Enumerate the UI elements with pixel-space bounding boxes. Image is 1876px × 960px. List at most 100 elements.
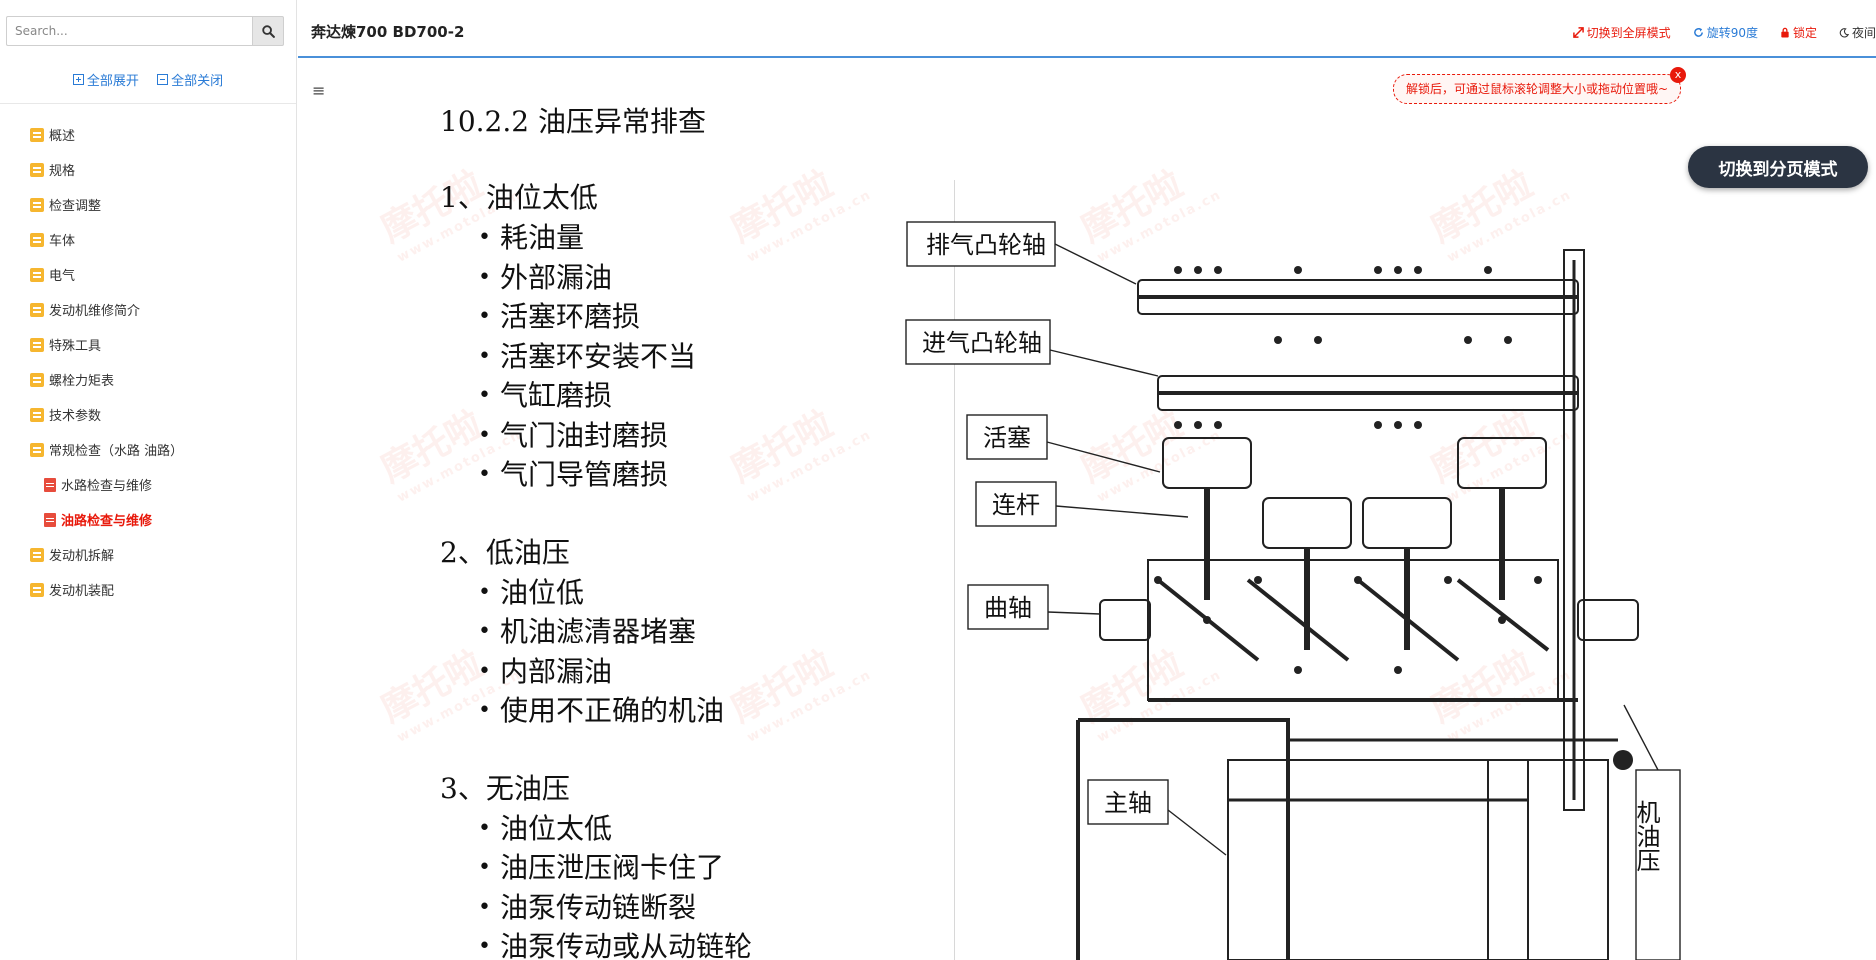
bullet-item: 气门油封磨损 — [478, 416, 752, 456]
tree-item-label: 常规检查（水路 油路） — [49, 444, 184, 459]
tree-item-label: 水路检查与维修 — [61, 479, 153, 494]
tree-item-overview[interactable]: 概述 — [0, 117, 296, 152]
tree-item-engine-disassembly[interactable]: 发动机拆解 — [0, 537, 296, 572]
label-crankshaft: 曲轴 — [984, 594, 1032, 622]
collapse-all-button[interactable]: 全部关闭 — [157, 70, 223, 89]
tree-item-label: 电气 — [49, 269, 76, 284]
page-mode-button[interactable]: 切换到分页模式 — [1688, 146, 1868, 188]
bullet-item: 气门导管磨损 — [478, 455, 752, 495]
bullet-item: 活塞环安装不当 — [478, 337, 752, 377]
bullet-item: 气缸磨损 — [478, 376, 752, 416]
tree-item-label: 技术参数 — [49, 409, 102, 424]
page-heading: 10.2.2 油压异常排查 — [440, 105, 706, 138]
folder-icon — [30, 127, 44, 142]
tree-item-label: 发动机维修简介 — [49, 304, 141, 319]
document-title: 奔达煉700 BD700-2 — [311, 23, 465, 41]
moon-icon — [1839, 27, 1849, 38]
close-icon[interactable]: x — [1670, 67, 1687, 83]
tree-item-inspection[interactable]: 检查调整 — [0, 187, 296, 222]
tree-item-body[interactable]: 车体 — [0, 222, 296, 257]
tree-item-routine-check[interactable]: 常规检查（水路 油路） — [0, 432, 296, 467]
bullet-list: 油位低 机油滤清器堵塞 内部漏油 使用不正确的机油 — [478, 573, 752, 731]
bullet-list: 油位太低 油压泄压阀卡住了 油泵传动链断裂 油泵传动或从动链轮 — [478, 809, 752, 960]
folder-icon — [30, 582, 44, 597]
bullet-item: 油泵传动链断裂 — [478, 888, 752, 928]
search-input[interactable] — [6, 16, 252, 46]
lock-label: 锁定 — [1792, 26, 1817, 40]
search-icon — [261, 24, 275, 38]
tree-item-water-check[interactable]: 水路检查与维修 — [0, 467, 296, 502]
bullet-item: 耗油量 — [478, 218, 752, 258]
label-exhaust-camshaft: 排气凸轮轴 — [926, 231, 1046, 259]
page-content: 10.2.2 油压异常排查 1、油位太低 耗油量 外部漏油 活塞环磨损 活塞环安… — [440, 100, 752, 960]
tree-item-torque-table[interactable]: 螺栓力矩表 — [0, 362, 296, 397]
bullet-item: 外部漏油 — [478, 258, 752, 298]
tree-item-oil-check[interactable]: 油路检查与维修 — [0, 502, 296, 537]
hamburger-menu-icon[interactable]: ≡ — [312, 81, 326, 100]
bullet-item: 内部漏油 — [478, 652, 752, 692]
section-title: 1、油位太低 — [440, 181, 598, 214]
folder-icon — [30, 162, 44, 177]
document-icon — [44, 477, 56, 492]
folder-icon — [30, 302, 44, 317]
night-mode-label: 夜间 — [1851, 26, 1876, 40]
folder-icon — [30, 232, 44, 247]
tree-item-label: 概述 — [49, 129, 76, 144]
chapter-tree: 概述 规格 检查调整 车体 电气 发动机维修简介 特殊工具 螺栓力矩表 技术参数… — [0, 117, 296, 607]
unlock-tip-text: 解锁后，可通过鼠标滚轮调整大小或拖动位置哦~ — [1406, 82, 1669, 96]
tree-item-label: 规格 — [49, 164, 76, 179]
bullet-item: 油压泄压阀卡住了 — [478, 848, 752, 888]
tree-controls: 全部展开 全部关闭 — [0, 70, 296, 104]
expand-all-label: 全部展开 — [86, 74, 139, 89]
tree-item-tech-params[interactable]: 技术参数 — [0, 397, 296, 432]
document-icon — [44, 512, 56, 527]
label-intake-camshaft: 进气凸轮轴 — [922, 329, 1042, 357]
folder-icon — [30, 442, 44, 457]
section-title: 2、低油压 — [440, 535, 570, 569]
rotate-button[interactable]: 旋转90度 — [1693, 24, 1758, 41]
expand-icon — [1572, 27, 1584, 38]
page-divider — [954, 180, 955, 960]
label-oil-pressure: 机油压 — [1632, 800, 1660, 872]
folder-icon — [30, 407, 44, 422]
tree-item-electrical[interactable]: 电气 — [0, 257, 296, 292]
plus-square-icon — [72, 74, 84, 85]
tree-item-label: 油路检查与维修 — [61, 514, 153, 529]
folder-icon — [30, 372, 44, 387]
bullet-item: 活塞环磨损 — [478, 297, 752, 337]
bullet-item: 油位低 — [478, 573, 752, 613]
folder-icon — [30, 337, 44, 352]
bullet-item: 油位太低 — [478, 809, 752, 849]
tree-item-label: 发动机装配 — [49, 584, 115, 599]
tree-item-special-tools[interactable]: 特殊工具 — [0, 327, 296, 362]
engine-oil-diagram: 排气凸轮轴 进气凸轮轴 活塞 连杆 曲轴 主轴 机油压 — [905, 221, 1681, 960]
unlock-tip: 解锁后，可通过鼠标滚轮调整大小或拖动位置哦~ x — [1393, 67, 1687, 104]
tree-item-label: 车体 — [49, 234, 76, 249]
expand-all-button[interactable]: 全部展开 — [72, 70, 139, 89]
minus-square-icon — [157, 74, 169, 85]
night-mode-button[interactable]: 夜间 — [1839, 24, 1876, 41]
lock-button[interactable]: 锁定 — [1780, 24, 1817, 41]
folder-icon — [30, 547, 44, 562]
tree-item-engine-intro[interactable]: 发动机维修简介 — [0, 292, 296, 327]
rotate-label: 旋转90度 — [1706, 26, 1758, 40]
section-title: 3、无油压 — [440, 771, 570, 805]
bullet-item: 机油滤清器堵塞 — [478, 612, 752, 652]
bullet-list: 耗油量 外部漏油 活塞环磨损 活塞环安装不当 气缸磨损 气门油封磨损 气门导管磨… — [478, 218, 752, 495]
collapse-all-label: 全部关闭 — [171, 74, 224, 89]
tree-item-specs[interactable]: 规格 — [0, 152, 296, 187]
sidebar: 全部展开 全部关闭 概述 规格 检查调整 车体 电气 发动机维修简介 特殊工具 … — [0, 0, 297, 960]
bullet-item: 油泵传动或从动链轮 — [478, 927, 752, 960]
fullscreen-button[interactable]: 切换到全屏模式 — [1572, 24, 1671, 41]
search-button[interactable] — [252, 16, 284, 46]
label-piston: 活塞 — [983, 424, 1031, 452]
label-connecting-rod: 连杆 — [992, 491, 1040, 519]
viewer-toolbar: 切换到全屏模式 旋转90度 锁定 夜间 — [1572, 24, 1876, 41]
tree-item-label: 螺栓力矩表 — [49, 374, 115, 389]
lock-icon — [1781, 27, 1789, 38]
fullscreen-label: 切换到全屏模式 — [1586, 26, 1671, 40]
tree-item-engine-assembly[interactable]: 发动机装配 — [0, 572, 296, 607]
doc-header: 奔达煉700 BD700-2 切换到全屏模式 旋转90度 锁定 夜间 — [298, 0, 1876, 58]
